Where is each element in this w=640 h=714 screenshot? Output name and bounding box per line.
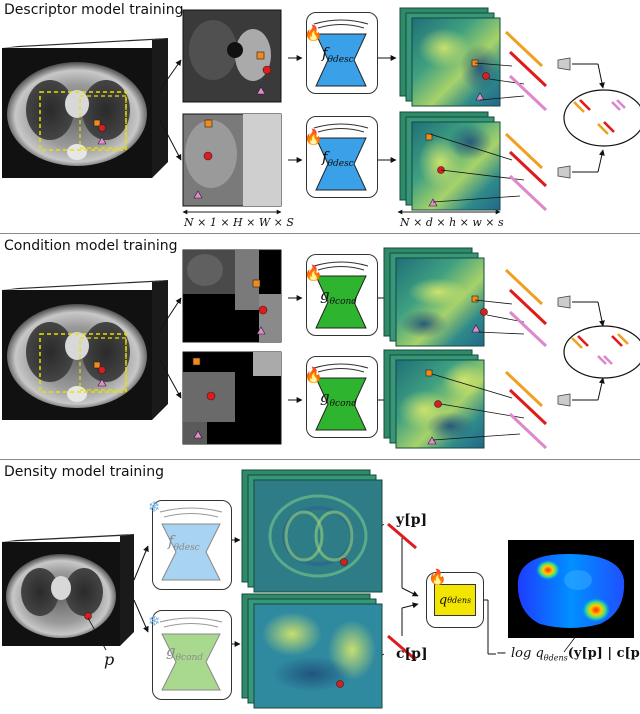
density-heatmap — [508, 540, 634, 638]
y-p-label: y[p] — [396, 512, 427, 528]
c-p-label: c[p] — [396, 646, 428, 662]
loss-label: − log qθdens(y[p] | c[p]) — [496, 646, 640, 663]
frozen-descriptor-net-label: fθdesc — [168, 532, 200, 553]
density-condition-maps — [242, 594, 386, 712]
density-descriptor-maps — [242, 470, 386, 598]
snowflake-icon: ❄ — [148, 614, 161, 629]
snowflake-icon: ❄ — [148, 500, 161, 515]
frozen-condition-net-label: gθcond — [166, 642, 203, 663]
flame-icon: 🔥 — [428, 570, 447, 585]
